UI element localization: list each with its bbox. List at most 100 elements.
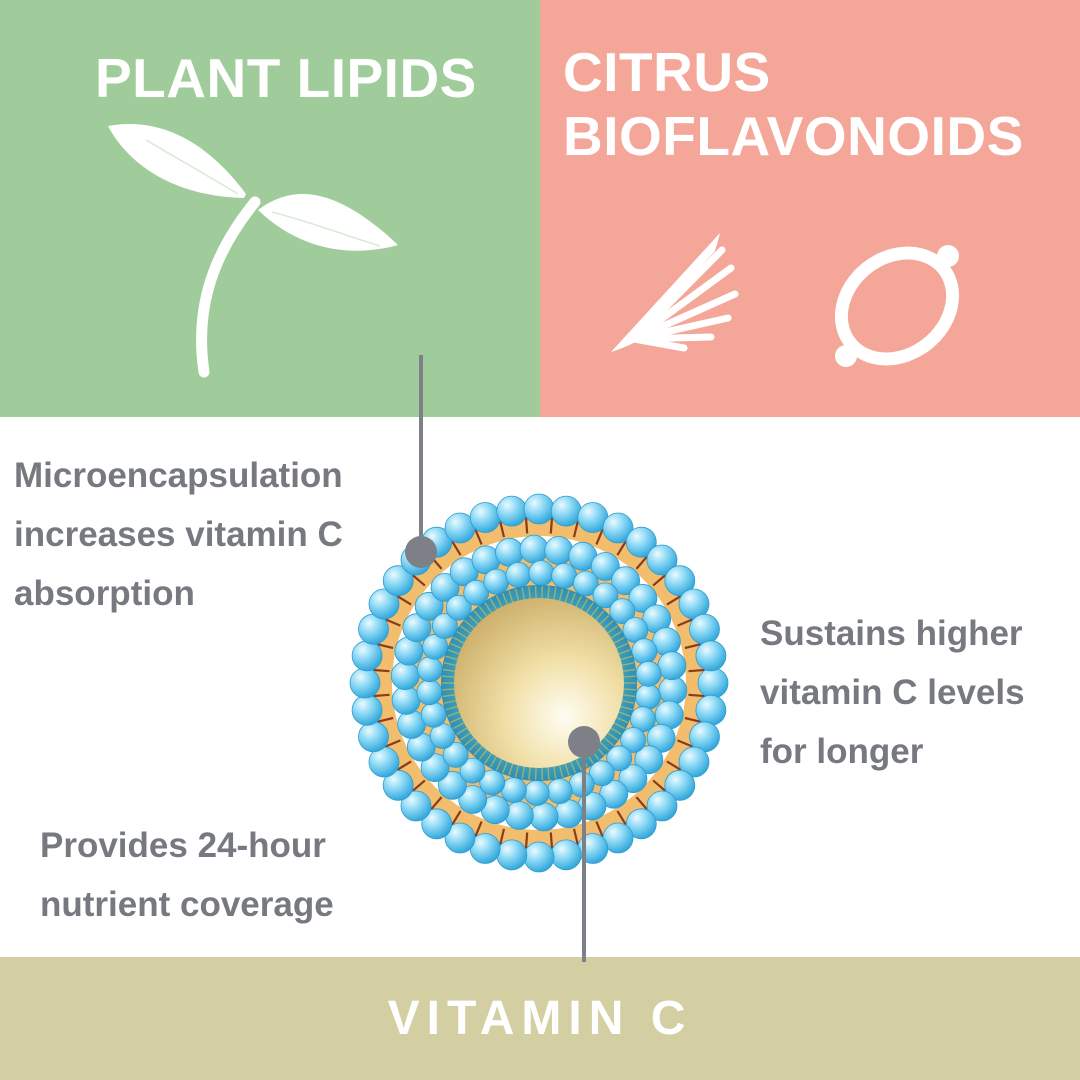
inner-lipid-head: [572, 570, 599, 597]
inner-lipid-head: [609, 598, 636, 624]
core-fringe: [541, 766, 544, 780]
core-fringe: [617, 649, 631, 655]
core-fringe: [534, 586, 537, 600]
core-fringe: [528, 586, 531, 600]
core-fringe: [456, 726, 469, 735]
core-fringe: [564, 590, 570, 604]
outer-lipid-head: [689, 613, 720, 645]
outer-lipid-head: [695, 640, 727, 672]
core-fringe: [552, 587, 557, 601]
middle-lipid-head: [611, 566, 640, 596]
core-fringe: [514, 764, 520, 778]
core-fringe: [558, 764, 564, 778]
core-fringe: [602, 620, 614, 630]
coverage-caption: Provides 24-hour nutrient coverage: [40, 826, 334, 924]
inner-lipid-head: [631, 638, 658, 665]
core-fringe: [534, 766, 537, 780]
inner-lipid-head: [463, 579, 490, 606]
core-fringe: [621, 662, 635, 667]
core-fringe: [609, 631, 622, 640]
inner-lipid-head: [635, 660, 662, 687]
core-fringe: [460, 731, 472, 741]
core-fringe: [478, 748, 488, 760]
core-fringe: [442, 688, 456, 691]
core-fringe: [447, 711, 461, 717]
core-fringe: [442, 675, 456, 678]
core-fringe: [615, 716, 628, 724]
inner-lipid-head: [459, 757, 486, 784]
core-fringe: [621, 699, 635, 704]
pointer-dot-vitamin: [568, 726, 600, 758]
core-fringe: [612, 636, 625, 645]
outer-lipid-head: [469, 502, 501, 533]
core-fringe: [489, 755, 498, 768]
core-fringe: [502, 760, 509, 774]
sustains-levels-caption: Sustains higher vitamin C levels for lon…: [760, 614, 1025, 771]
core-fringe: [622, 688, 636, 691]
core-fringe: [547, 586, 550, 600]
middle-lipid-head: [437, 770, 467, 800]
core-fringe: [508, 762, 514, 776]
core-fringe: [569, 592, 576, 606]
core-fringe: [617, 711, 631, 717]
outer-lipid-head: [358, 721, 389, 753]
inner-lipid-head: [442, 742, 469, 768]
core-fringe: [514, 588, 520, 602]
middle-lipid-head: [618, 764, 648, 793]
vitamin-c-core: [454, 598, 624, 768]
core-fringe: [622, 675, 636, 678]
outer-lipid-head: [697, 667, 729, 699]
inner-lipid-head: [505, 562, 532, 588]
outer-lipid-head: [349, 667, 381, 699]
middle-lipid-head: [590, 552, 620, 581]
core-fringe: [564, 762, 570, 776]
middle-lipid-head: [430, 573, 460, 602]
core-fringe: [468, 740, 480, 751]
middle-lipid-head: [634, 745, 664, 775]
inner-lipid-head: [635, 683, 661, 710]
orange-slice-icon: [611, 233, 739, 352]
core-fringe: [575, 595, 583, 608]
pointer-dot-lipids: [405, 536, 437, 568]
outer-lipid-head: [646, 544, 678, 576]
core-fringe: [622, 668, 636, 672]
inner-lipid-head: [588, 760, 615, 787]
inner-lipid-head: [523, 780, 550, 806]
core-fringe: [447, 649, 461, 655]
outer-lipid-head: [523, 841, 555, 873]
core-fringe: [598, 740, 610, 751]
inner-lipid-head: [420, 701, 447, 728]
core-fringe: [473, 744, 484, 756]
middle-lipid-head: [391, 685, 421, 715]
outer-lipid-head: [602, 512, 634, 544]
core-fringe: [606, 625, 618, 635]
inner-lipid-head: [479, 769, 506, 796]
outer-lipid-head: [496, 495, 528, 527]
vitamin-c-panel: [0, 957, 1080, 1080]
leader-lines: [405, 355, 600, 962]
lemon-icon: [834, 245, 960, 367]
middle-lipid-head: [628, 584, 658, 613]
core-fringe: [521, 587, 526, 601]
core-fringe: [508, 590, 514, 604]
core-fringe: [450, 642, 463, 650]
outer-lipid-head: [646, 790, 678, 822]
core-fringe: [590, 606, 600, 618]
inner-lipid-head: [592, 582, 619, 609]
core-fringe: [619, 705, 633, 711]
outer-lipid-head: [678, 746, 710, 778]
middle-lipid-head: [414, 591, 444, 621]
core-fringe: [495, 595, 503, 608]
core-fringe: [575, 758, 583, 771]
inner-lipid-head: [431, 613, 458, 639]
outer-lipid-head: [625, 808, 657, 840]
core-fringe: [468, 615, 480, 626]
core-fringe: [521, 765, 526, 779]
core-fringe: [473, 610, 484, 622]
core-fringe: [453, 721, 466, 730]
core-fringe: [558, 588, 564, 602]
outer-lipid-head: [368, 588, 400, 620]
plant-lipids-heading: PLANT LIPIDS: [95, 47, 477, 109]
core-fringe: [464, 736, 476, 746]
